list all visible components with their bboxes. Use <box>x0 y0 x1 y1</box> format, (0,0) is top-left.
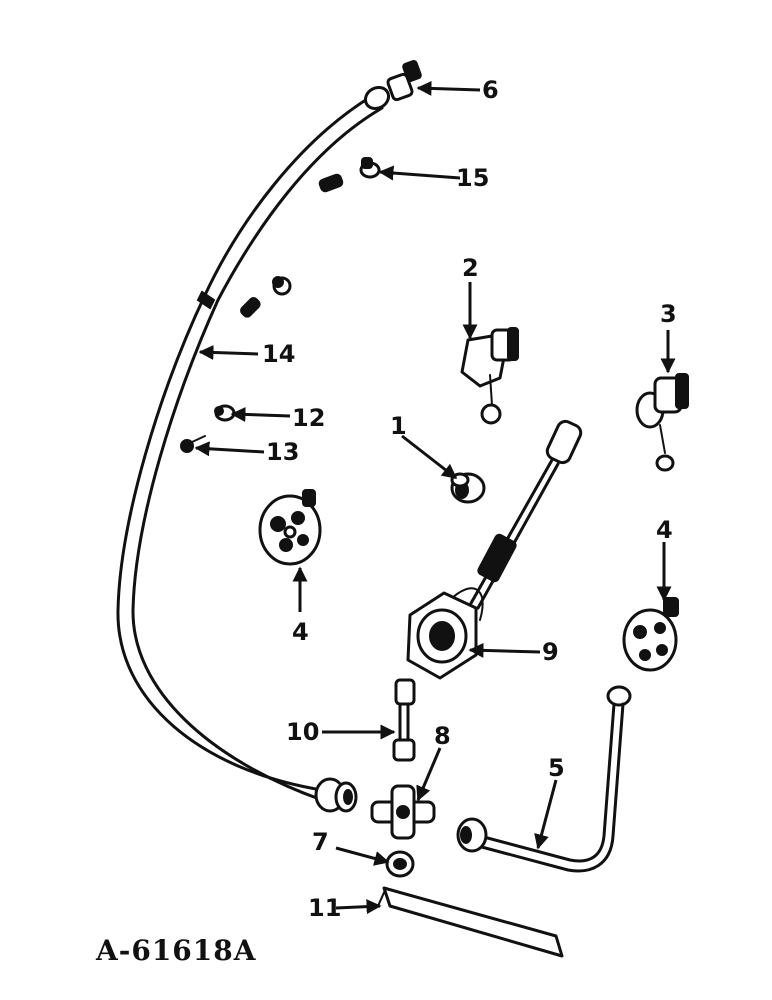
clip-item-13 <box>180 435 206 453</box>
callout-4-right: 4 <box>656 516 673 544</box>
sender-unit-2 <box>460 327 519 425</box>
callout-12: 12 <box>292 404 325 432</box>
figure-id: A-61618A <box>95 934 257 967</box>
bolt-and-washer <box>318 157 381 193</box>
nut-7 <box>385 850 415 878</box>
leader-lines <box>194 80 676 915</box>
callout-13: 13 <box>266 438 299 466</box>
hose-assembly <box>116 94 384 813</box>
tube-5 <box>456 685 632 873</box>
callout-3: 3 <box>660 300 677 328</box>
callout-15: 15 <box>456 164 489 192</box>
elbow-fitting <box>363 59 422 111</box>
breather-cap-left <box>258 489 322 566</box>
breather-cap-right <box>622 597 679 672</box>
callout-labels: 6 15 2 3 14 1 12 13 4 4 9 10 8 5 7 11 <box>262 76 677 922</box>
strip-11 <box>377 886 564 958</box>
callout-9: 9 <box>542 638 559 666</box>
callout-4-left: 4 <box>292 618 309 646</box>
callout-10: 10 <box>286 718 319 746</box>
callout-5: 5 <box>548 754 565 782</box>
dipstick-assembly <box>406 419 583 680</box>
callout-11: 11 <box>308 894 341 922</box>
callout-2: 2 <box>462 254 479 282</box>
plug-1 <box>450 472 486 504</box>
callout-1: 1 <box>390 412 407 440</box>
callout-6: 6 <box>482 76 499 104</box>
callout-7: 7 <box>312 828 329 856</box>
clip-item-12 <box>214 404 236 422</box>
callout-14: 14 <box>262 340 295 368</box>
cross-fitting-8 <box>370 784 436 840</box>
adapter-fitting-10 <box>392 678 416 762</box>
hose-end-fitting-bottom <box>314 777 358 813</box>
sender-unit-3 <box>635 373 689 472</box>
screw-and-nut <box>240 276 292 318</box>
callout-8: 8 <box>434 722 451 750</box>
